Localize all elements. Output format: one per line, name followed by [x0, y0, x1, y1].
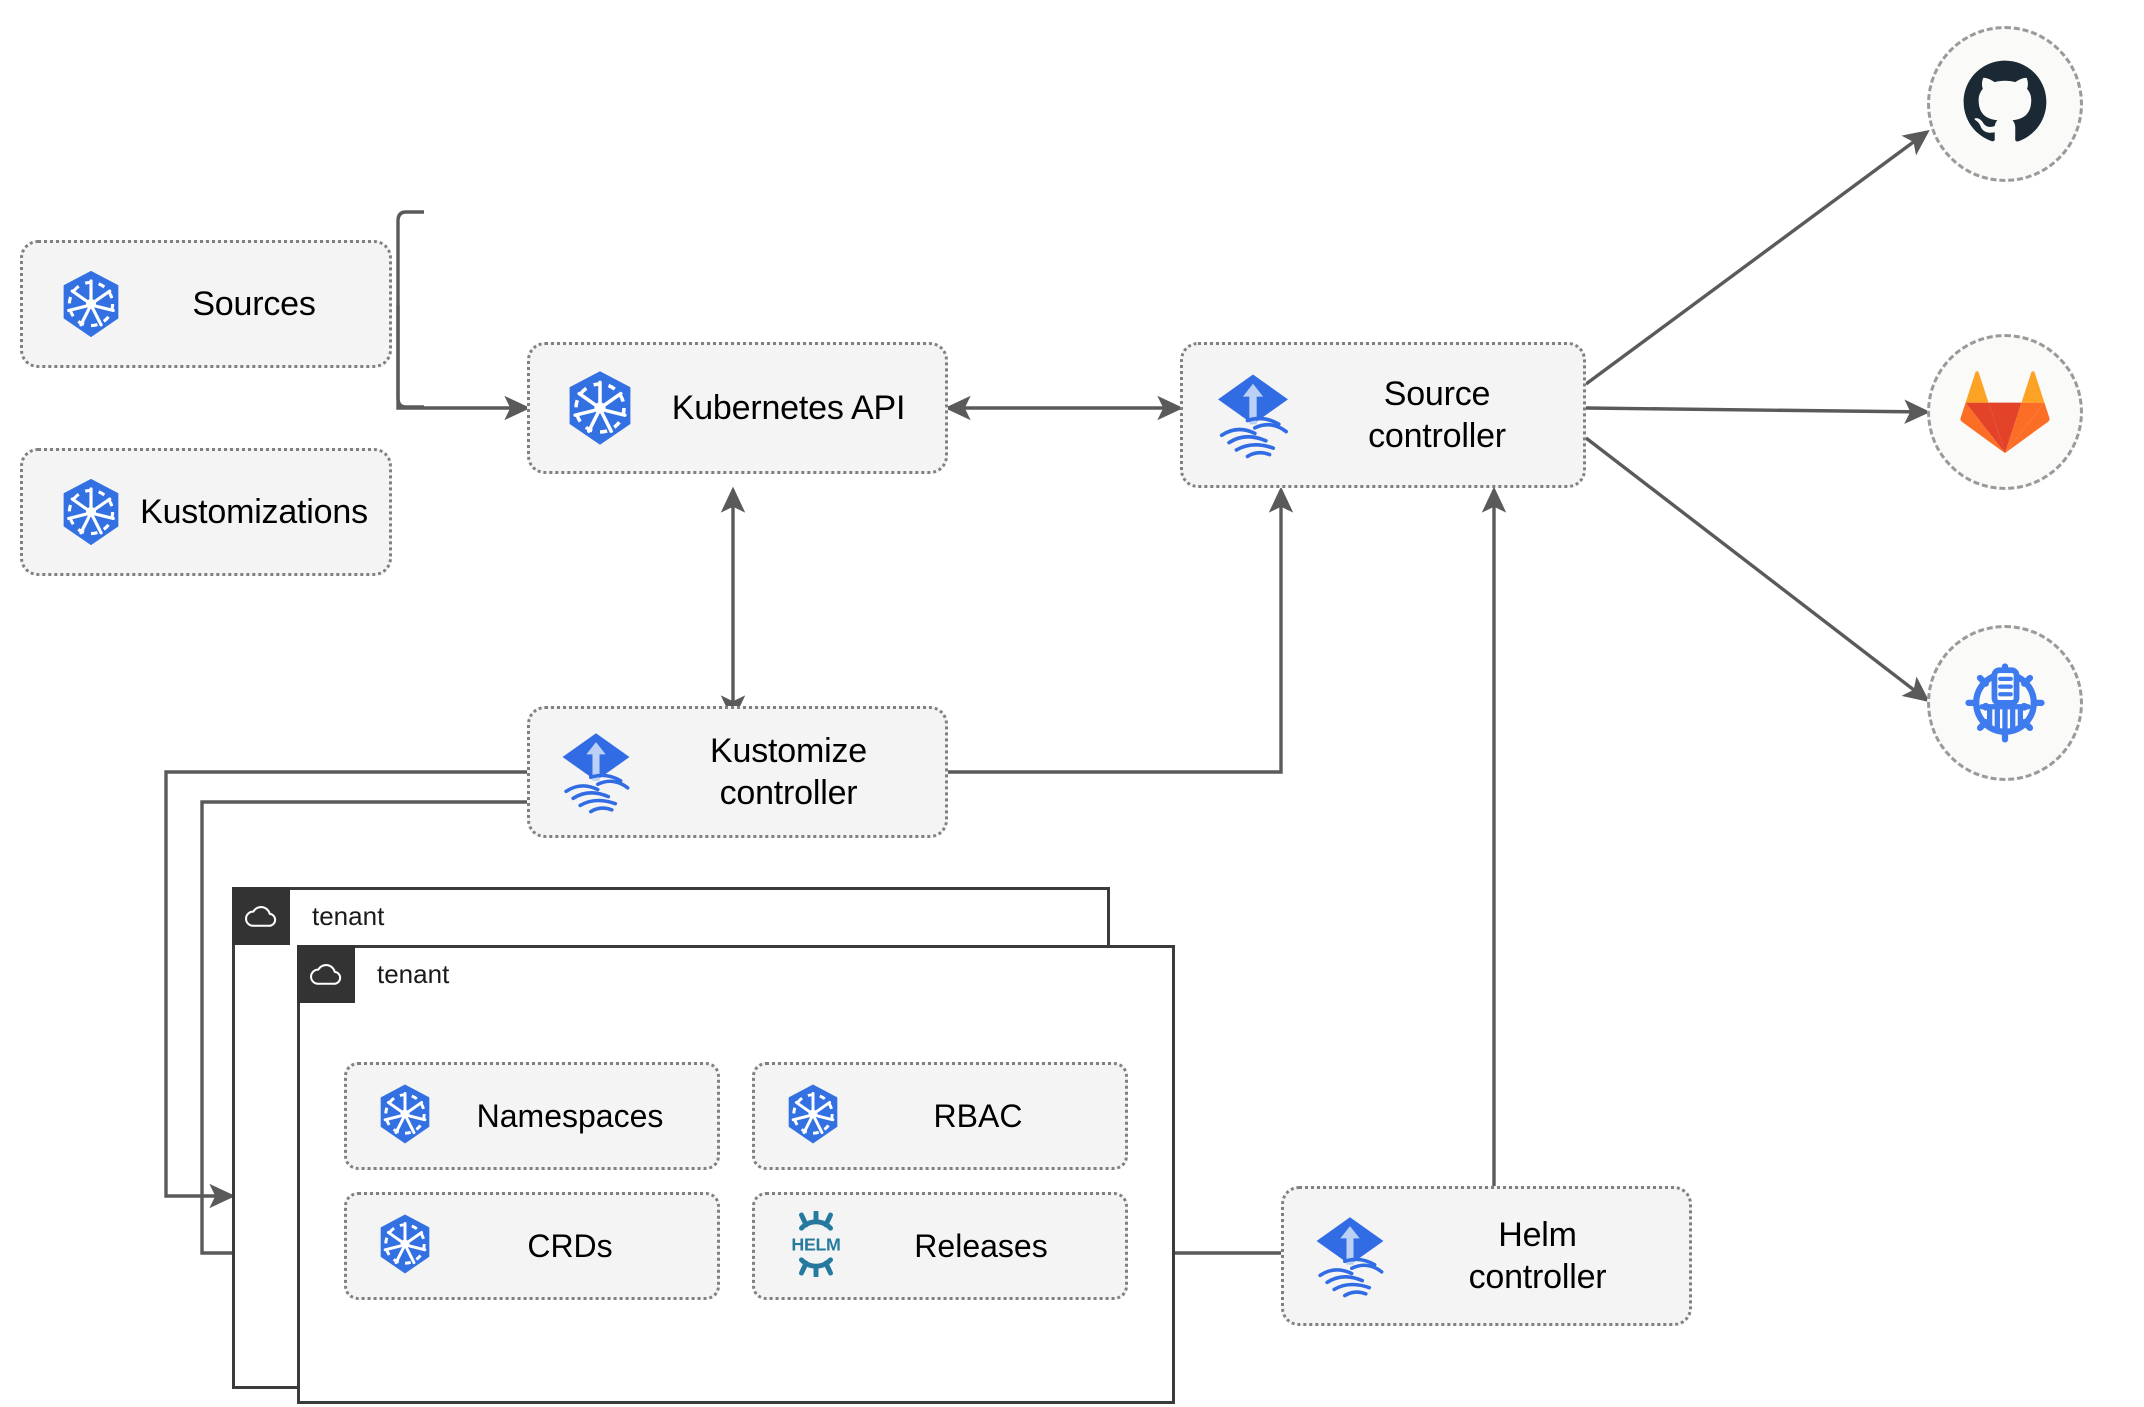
flux-icon	[1183, 369, 1299, 461]
tenant-item-rbac[interactable]: RBAC	[752, 1062, 1128, 1170]
edge-bracket-to-k8s-api	[396, 305, 531, 421]
node-label: Kustomize controller	[710, 731, 867, 813]
tenant-title: tenant	[312, 900, 385, 931]
kubernetes-icon	[347, 1212, 437, 1281]
helm-icon: HELM	[755, 1209, 851, 1282]
node-label: Kubernetes API	[671, 388, 906, 427]
flux-icon	[1284, 1212, 1394, 1300]
kubernetes-icon	[347, 1082, 437, 1151]
gitlab-icon	[1959, 366, 2051, 459]
node-label: Sources	[192, 284, 316, 323]
node-label: Kustomizations	[140, 492, 368, 531]
tenant-item-label: Namespaces	[476, 1097, 664, 1134]
flux-icon	[530, 728, 640, 816]
tenant-item-label: CRDs	[527, 1227, 613, 1264]
tenant-panel-front[interactable]: tenant	[297, 945, 1175, 1404]
tenant-item-releases[interactable]: HELM Releases	[752, 1192, 1128, 1300]
node-kustomizations[interactable]: Kustomizations	[20, 448, 392, 576]
edge-kustomize-source	[948, 486, 1294, 774]
tenant-item-namespaces[interactable]: Namespaces	[344, 1062, 720, 1170]
node-kustomize-controller[interactable]: Kustomize controller	[527, 706, 948, 838]
tenant-body: Namespaces	[300, 1006, 1172, 1401]
node-source-controller[interactable]: Source controller	[1180, 342, 1586, 488]
kubernetes-icon	[23, 476, 127, 548]
tenant-item-label: Releases	[914, 1227, 1048, 1264]
cloud-icon	[232, 887, 290, 945]
tenant-resource-grid: Namespaces	[344, 1062, 1128, 1300]
tenant-item-label: RBAC	[933, 1097, 1023, 1134]
tenant-title: tenant	[377, 958, 450, 989]
node-sources[interactable]: Sources	[20, 240, 392, 368]
kubernetes-icon	[23, 268, 127, 340]
tenant-header: tenant	[297, 945, 449, 1003]
kubernetes-icon	[755, 1082, 845, 1151]
helm-repository-icon	[1957, 653, 2053, 754]
tenant-item-crds[interactable]: CRDs	[344, 1192, 720, 1300]
repo-gitlab[interactable]	[1927, 334, 2083, 490]
svg-text:HELM: HELM	[791, 1234, 840, 1254]
node-helm-controller[interactable]: Helm controller	[1281, 1186, 1692, 1326]
edge-source-bucket	[1584, 436, 1930, 703]
tenant-header: tenant	[232, 887, 384, 945]
cloud-icon	[297, 945, 355, 1003]
edge-resources-bracket	[396, 210, 424, 409]
node-label: Source controller	[1368, 374, 1506, 456]
edge-source-github	[1584, 129, 1930, 386]
kubernetes-icon	[530, 368, 640, 448]
node-label: Helm controller	[1468, 1215, 1607, 1297]
edge-source-gitlab	[1585, 399, 1931, 424]
repo-helm-repository[interactable]	[1927, 625, 2083, 781]
github-icon	[1958, 55, 2052, 154]
node-kubernetes-api[interactable]: Kubernetes API	[527, 342, 948, 474]
repo-github[interactable]	[1927, 26, 2083, 182]
